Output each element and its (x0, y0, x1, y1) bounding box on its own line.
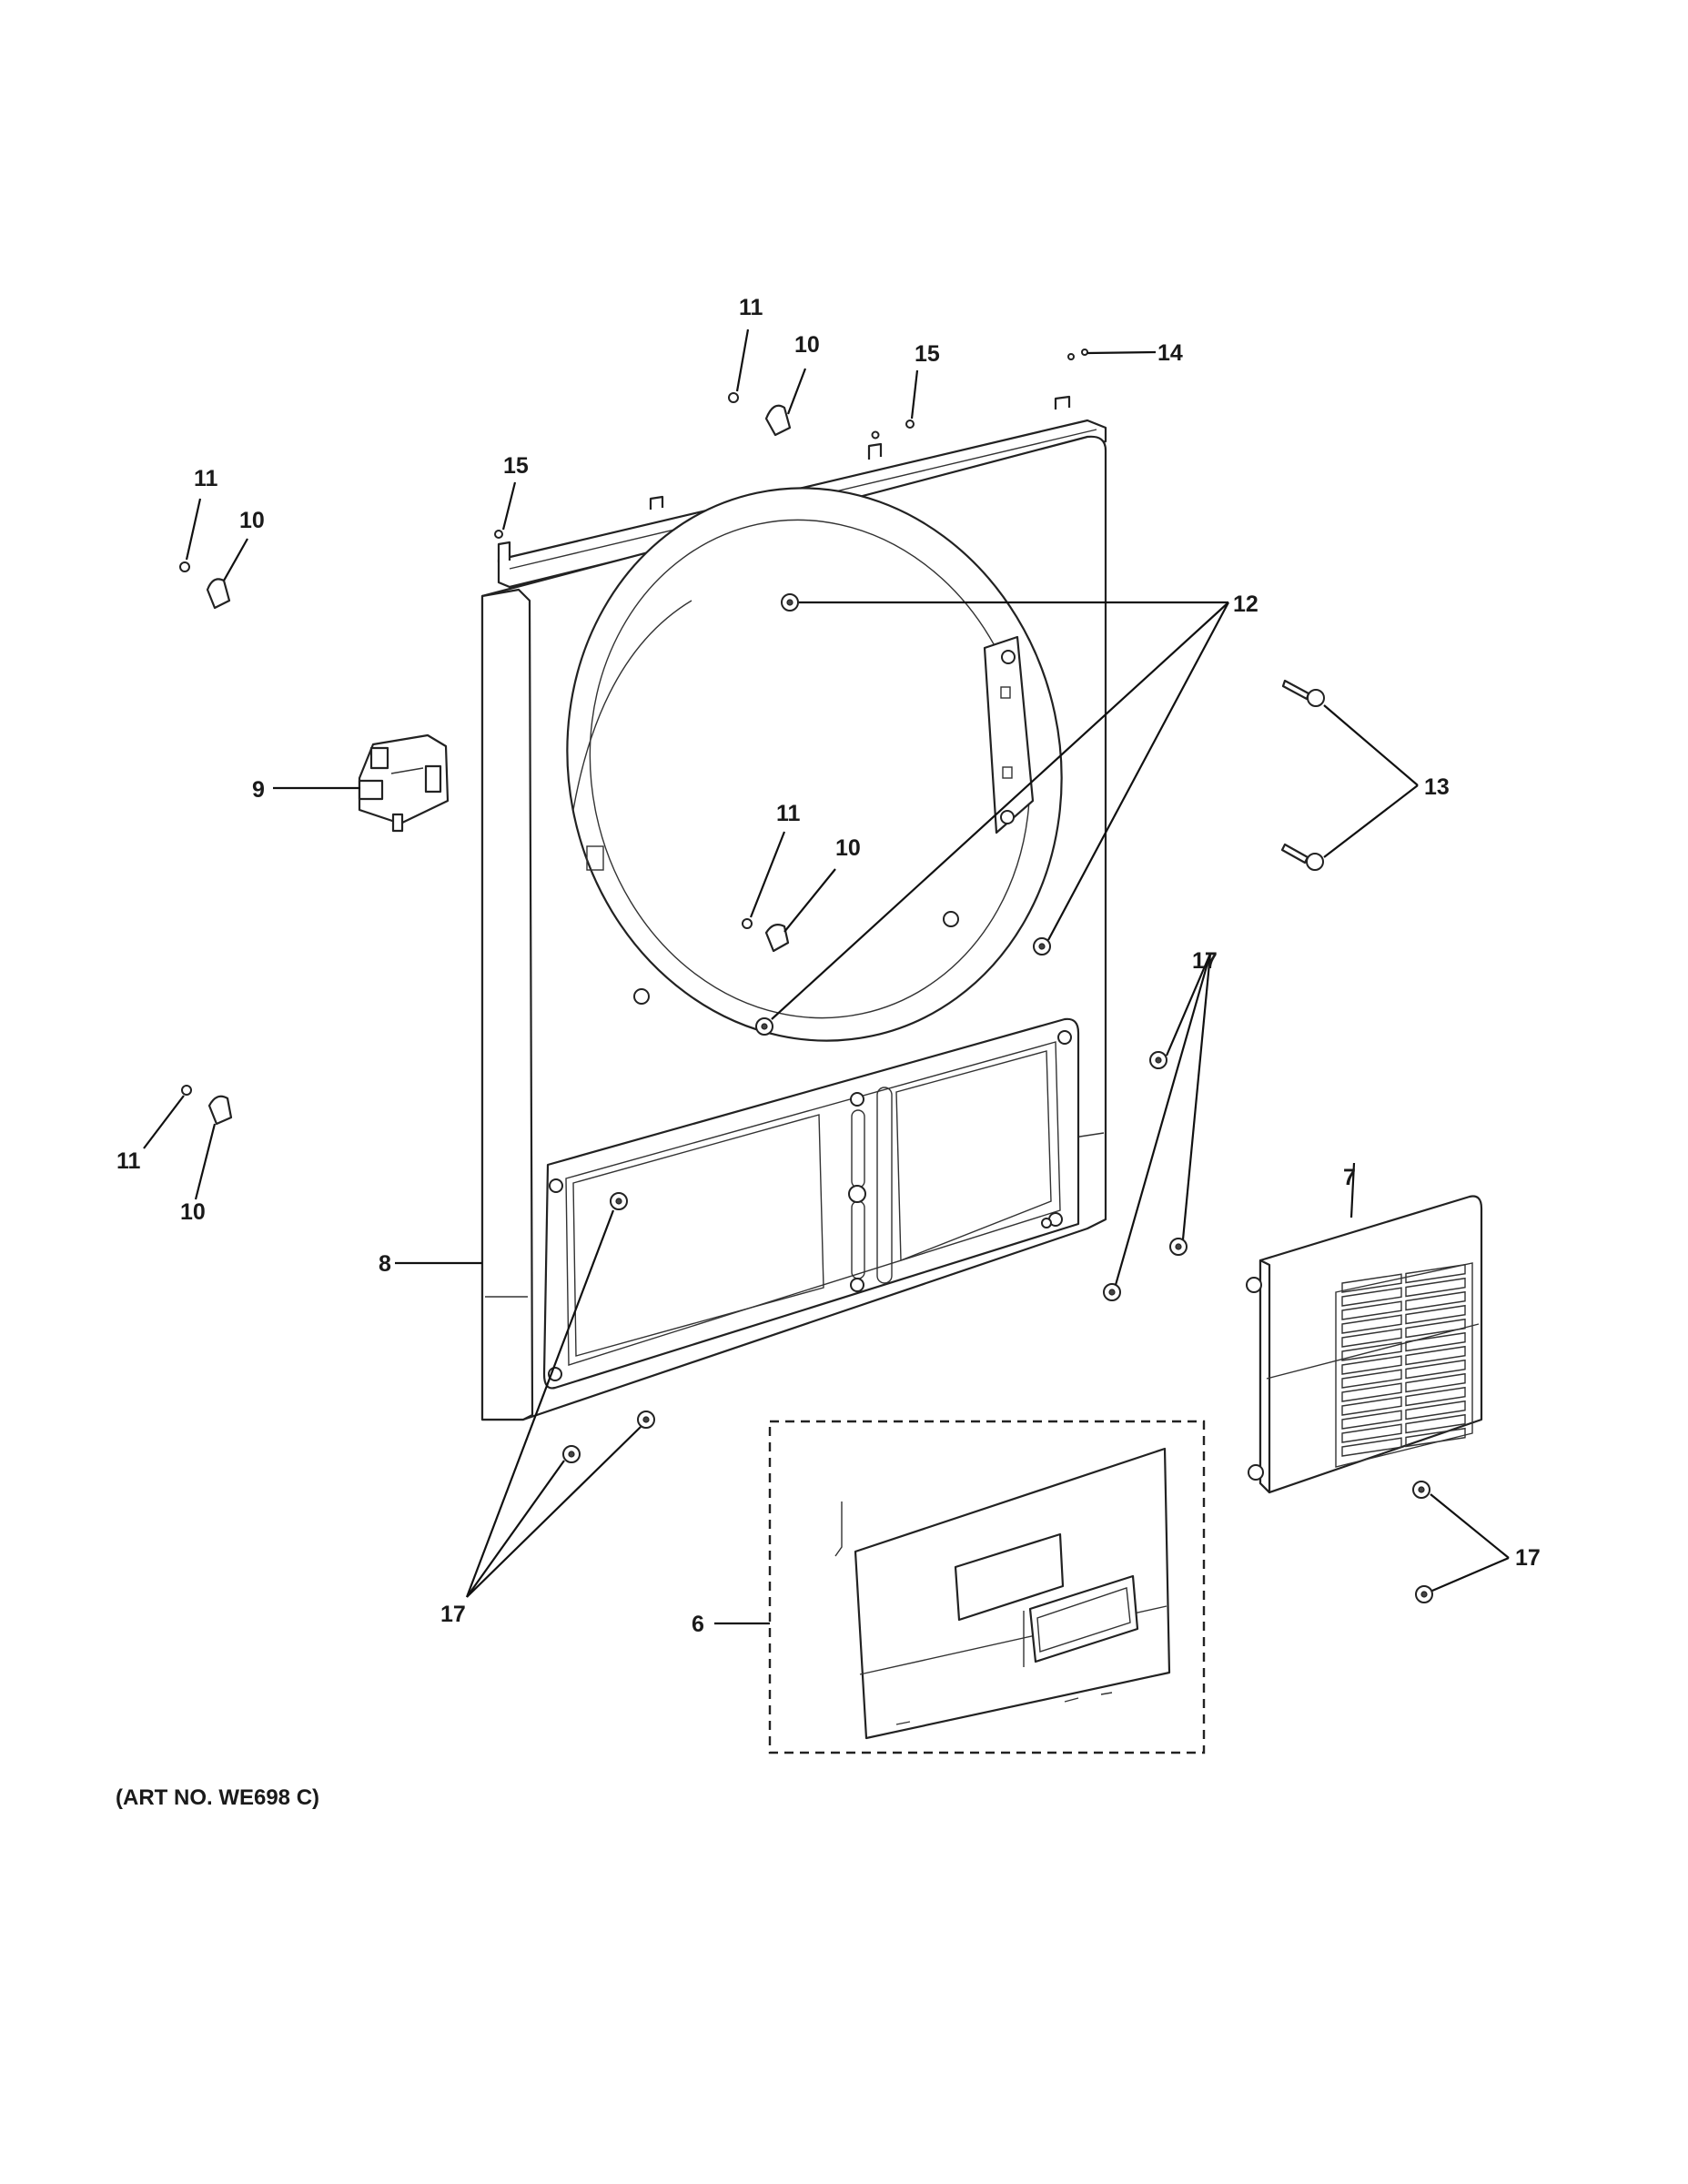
louver-slat (1341, 1287, 1402, 1307)
louver-slat (1405, 1331, 1466, 1352)
screw-part-17-e (562, 1445, 581, 1463)
clip-part-10-mid (764, 924, 790, 953)
art-number: (ART NO. WE698 C) (116, 1785, 319, 1810)
screw-part-11-left-top (179, 561, 190, 572)
callout-11-left-top: 11 (194, 466, 218, 491)
louver-slat (1341, 1314, 1402, 1334)
grille-louvers (1335, 1262, 1473, 1468)
callout-11-top: 11 (739, 295, 763, 320)
louver-slat (1341, 1410, 1402, 1430)
callout-14: 14 (1157, 340, 1183, 366)
screw-part-12-upper (781, 593, 799, 612)
grille-part-7 (1246, 1195, 1483, 1494)
callout-17-bottom-left: 17 (440, 1602, 466, 1627)
callout-17-right-top: 17 (1192, 948, 1218, 974)
screw-part-15-top-b (871, 430, 880, 440)
screw-part-13-lower (1280, 843, 1324, 871)
screw-part-11-left-bot (181, 1085, 192, 1096)
callout-11-left-bot: 11 (116, 1148, 141, 1174)
callout-9: 9 (252, 777, 265, 803)
louver-slat (1405, 1413, 1466, 1434)
louver-frame (1335, 1262, 1473, 1468)
callout-10-left-bot: 10 (180, 1199, 206, 1225)
screw-part-17-c (1103, 1283, 1121, 1301)
screw-part-17-g (1415, 1585, 1433, 1603)
screw-part-11-mid (742, 918, 753, 929)
louver-slat (1341, 1273, 1402, 1293)
louver-slat (1341, 1423, 1402, 1443)
screw-part-11-top (728, 392, 739, 403)
callout-6: 6 (692, 1612, 704, 1637)
screw-part-17-frame (610, 1192, 628, 1210)
door-switch-part-9 (358, 733, 450, 833)
louver-slat (1405, 1263, 1466, 1284)
screw-part-15-left (494, 530, 503, 539)
louver-slat (1341, 1396, 1402, 1416)
kick-panel-group-part-6 (768, 1420, 1206, 1754)
callout-labels: 11 10 15 14 15 11 10 12 13 9 11 10 17 11… (116, 295, 1541, 1637)
leader-lines (143, 329, 1510, 1625)
louver-slat (1405, 1290, 1466, 1311)
louver-slat (1405, 1304, 1466, 1325)
callout-15-left: 15 (503, 453, 529, 479)
clip-part-10-left-bot (207, 1095, 233, 1126)
screw-part-17-b (1169, 1238, 1188, 1256)
louver-slat (1341, 1437, 1402, 1457)
louver-slat (1405, 1400, 1466, 1421)
louver-slat (1405, 1345, 1466, 1366)
louver-slat (1341, 1382, 1402, 1402)
louver-slat (1341, 1328, 1402, 1348)
louver-slat (1341, 1355, 1402, 1375)
louver-slat (1405, 1372, 1466, 1393)
callout-10-mid: 10 (835, 835, 861, 861)
screw-part-12-lower (755, 1017, 773, 1036)
screw-part-15-top (905, 420, 915, 429)
louver-slat (1341, 1369, 1402, 1389)
clip-part-10-top (764, 404, 792, 437)
screw-part-12-right (1033, 937, 1051, 956)
louver-slat (1405, 1386, 1466, 1407)
screw-part-17-d (637, 1410, 655, 1429)
louver-slat (1341, 1300, 1402, 1320)
screw-part-17-f (1412, 1481, 1430, 1499)
screw-part-13-upper (1281, 679, 1325, 707)
louver-slat (1405, 1427, 1466, 1448)
callout-15-top: 15 (915, 341, 940, 367)
callout-8: 8 (379, 1251, 391, 1277)
callout-7: 7 (1343, 1165, 1356, 1190)
callout-10-top: 10 (794, 332, 820, 358)
louver-slat (1405, 1359, 1466, 1380)
callout-12: 12 (1233, 592, 1258, 617)
louver-slat (1405, 1277, 1466, 1298)
callout-13: 13 (1424, 774, 1450, 800)
callout-17-right-bot: 17 (1515, 1545, 1541, 1571)
clip-part-10-left-top (206, 578, 231, 610)
screw-part-14 (1067, 349, 1088, 360)
callout-11-mid: 11 (776, 801, 801, 826)
louver-slat (1341, 1341, 1402, 1361)
louver-slat (1405, 1318, 1466, 1339)
callout-10-left-top: 10 (239, 508, 265, 533)
screw-part-17-a (1149, 1051, 1167, 1069)
front-panel-part-8 (480, 395, 1107, 1421)
